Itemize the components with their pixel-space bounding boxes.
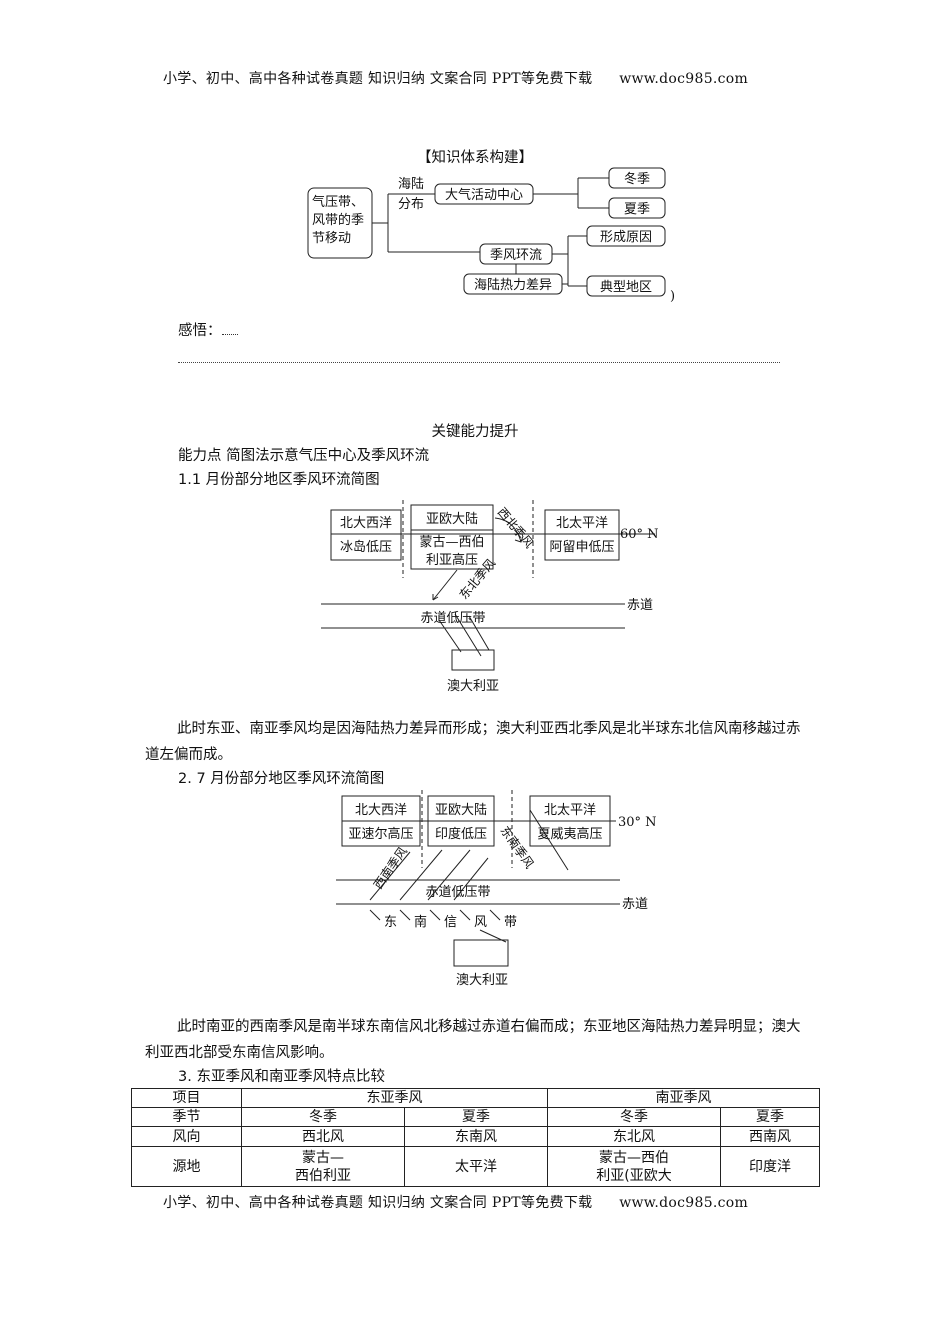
ability-point: 能力点 简图法示意气压中心及季风环流 [178,448,430,464]
winter-label: 冬季 [624,171,650,187]
jul-trade-2: 信 [444,915,457,930]
jan-mongol2: 利亚高压 [426,552,478,568]
cause-label: 形成原因 [600,230,652,245]
jan-itcz: 赤道低压带 [420,611,485,626]
jan-aleut: 阿留申低压 [549,540,614,555]
jan-box-australia [451,649,495,671]
table-cell: 风向 [131,1126,242,1147]
jan-box-eurasia [410,504,494,570]
jan-box-n-pac [544,509,620,561]
branch-line1: 海陆 [398,176,424,192]
jan-mongol1: 蒙古—西伯 [419,535,484,550]
summer-label: 夏季 [624,202,650,217]
jul-lat: 30° N [618,815,657,830]
jan-na-atl: 北大西洋 [340,516,392,531]
jan-map: 北大西洋 冰岛低压 亚欧大陆 蒙古—西伯 利亚高压 北太平洋 阿留申低压 60°… [321,500,659,694]
jul-se-monsoon: 东南季风 [498,823,538,871]
table-row: 项目 东亚季风 南亚季风 [131,1088,820,1108]
jan-lat: 60° N [620,527,659,542]
table-cell: 蒙古—西伯 利亚(亚欧大 [547,1146,721,1187]
jul-n-pac: 北太平洋 [544,803,596,818]
jul-hawaii: 夏威夷高压 [537,826,602,842]
jul-trade-3: 风 [474,915,487,930]
table-cell: 东亚季风 [241,1088,548,1108]
comparison-table: 项目 东亚季风 南亚季风 季节 冬季 夏季 冬季 夏季 风向 西北风 东南风 东… [131,1088,820,1187]
center-label: 大气活动中心 [445,187,523,203]
table-row: 季节 冬季 夏季 冬季 夏季 [131,1107,820,1127]
table-cell: 南亚季风 [547,1088,820,1108]
table-cell: 冬季 [547,1107,721,1127]
jan-n-pac: 北太平洋 [556,516,608,531]
page-header: 小学、初中、高中各种试卷真题 知识归纳 文案合同 PPT等免费下载 www.do… [163,68,748,88]
page-footer: 小学、初中、高中各种试卷真题 知识归纳 文案合同 PPT等免费下载 www.do… [163,1192,748,1212]
jul-box-australia [453,939,509,967]
jan-nw-arrow [494,517,522,543]
root-line3: 节移动 [312,231,351,246]
insight-label: 感悟： [178,323,222,339]
table-cell: 夏季 [404,1107,548,1127]
region-label: 典型地区 [600,280,652,295]
thermal-label: 海陆热力差异 [474,277,552,293]
table-cell: 西南风 [720,1126,820,1147]
table-cell: 东南风 [404,1126,548,1147]
jul-equator: 赤道 [622,897,648,912]
table-row: 风向 西北风 东南风 东北风 西南风 [131,1126,820,1147]
table-cell: 太平洋 [404,1146,548,1187]
jan-ne-arrow [432,569,458,601]
jul-title: 2. 7 月份部分地区季风环流简图 [178,771,385,787]
jul-na-atl: 北大西洋 [355,803,407,818]
jul-se-arrow [529,809,569,871]
jul-paragraph: 此时南亚的西南季风是南半球东南信风北移越过赤道右偏而成；东亚地区海陆热力差异明显… [145,1019,801,1061]
footer-text: 小学、初中、高中各种试卷真题 知识归纳 文案合同 PPT等免费下载 [163,1195,593,1211]
jan-iceland: 冰岛低压 [340,539,392,555]
section-title: 关键能力提升 [431,424,519,440]
paren-mark: ) [670,289,675,304]
table-cell: 蒙古— 西伯利亚 [241,1146,405,1187]
cmp-title: 3. 东亚季风和南亚季风特点比较 [178,1069,385,1085]
root-line2: 风带的季 [312,212,364,228]
jul-map: 北大西洋 亚速尔高压 亚欧大陆 印度低压 北太平洋 夏威夷高压 30° N 西南… [336,790,657,988]
jul-sw-monsoon: 西南季风 [370,844,410,892]
table-cell: 源地 [131,1146,242,1187]
table-cell: 冬季 [241,1107,405,1127]
jul-india: 印度低压 [435,826,487,842]
table-cell: 夏季 [720,1107,820,1127]
jul-trade-4: 带 [504,915,517,930]
table-row: 源地 蒙古— 西伯利亚 太平洋 蒙古—西伯 利亚(亚欧大 印度洋 [131,1146,820,1187]
table-cell: 印度洋 [720,1146,820,1187]
monsoon-label: 季风环流 [490,248,542,263]
table-cell: 西北风 [241,1126,405,1147]
jan-australia: 澳大利亚 [447,678,499,694]
header-url: www.doc985.com [619,71,749,87]
jan-eurasia: 亚欧大陆 [426,511,478,527]
insight-dotted-line [178,362,780,363]
jan-equator: 赤道 [627,598,653,613]
jul-australia: 澳大利亚 [456,972,508,988]
table-cell: 季节 [131,1107,242,1127]
table-cell: 东北风 [547,1126,721,1147]
jul-azores: 亚速尔高压 [348,826,413,842]
knowledge-diagram: 海陆 分布 气压带、 风带的季 节移动 大气活动中心 冬季 夏季 季风环流 海陆… [307,167,675,304]
branch-line2: 分布 [398,197,424,212]
table-cell: 项目 [131,1088,242,1108]
jan-paragraph: 此时东亚、南亚季风均是因海陆热力差异而形成；澳大利亚西北季风是北半球东北信风南移… [145,721,801,763]
header-text: 小学、初中、高中各种试卷真题 知识归纳 文案合同 PPT等免费下载 [163,71,593,87]
jul-trade-0: 东 [384,915,397,930]
footer-url: www.doc985.com [619,1195,749,1211]
root-line1: 气压带、 [312,194,364,210]
jul-eurasia: 亚欧大陆 [435,802,487,818]
insight-blank [221,334,238,335]
jul-trade-1: 南 [414,914,427,930]
jan-nw-monsoon: 西北季风 [495,505,537,551]
jan-title: 1.1 月份部分地区季风环流简图 [178,472,380,488]
insight-line: 感悟： [178,318,238,344]
jan-box-na-atl [330,509,402,561]
knowledge-title: 【知识体系构建】 [417,150,533,166]
jul-itcz: 赤道低压带 [425,885,490,900]
